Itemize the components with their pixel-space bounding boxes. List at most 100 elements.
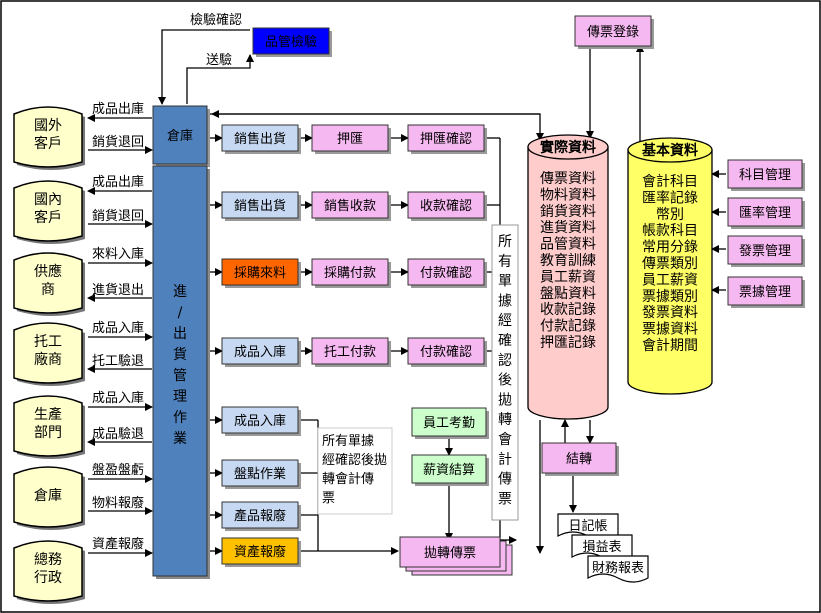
entity-subcontractor: 托工廠商	[13, 322, 85, 386]
staff-attend-box: 員工考勤	[411, 407, 489, 439]
carry-forward-box-label: 結轉	[566, 452, 592, 467]
purchase-pay-box-label: 採購付款	[324, 266, 376, 281]
note-lower: 所有單據經確認後拋轉會計傳票	[317, 427, 393, 515]
purchase-pay-box: 採購付款	[311, 258, 391, 288]
outsource-pay-box-label: 托工付款	[324, 345, 376, 360]
basic-data-cylinder: 基本資料會計科目匯率記錄幣別帳款科目常用分錄傳票類別員工薪資票據類別發票資料票據…	[627, 137, 713, 395]
transfer-voucher-label: 拋轉傳票	[424, 546, 476, 561]
receive-confirm-box-label: 收款確認	[420, 198, 472, 214]
salary-box: 薪資結算	[411, 454, 489, 486]
stocktake-op-box: 盤點作業	[221, 459, 301, 489]
carry-forward-box: 結轉	[541, 442, 619, 476]
entity-warehouse-label: 倉庫	[34, 487, 62, 504]
sales-out-box-label: 銷售出貨	[234, 131, 286, 147]
product-scrap-box: 產品報廢	[221, 501, 301, 531]
sales-out-box: 銷售出貨	[221, 124, 301, 154]
edge-ship-finished-2: 成品出庫	[92, 175, 144, 190]
qc-inspection-box-label: 品管檢驗	[265, 34, 317, 50]
note-lower-text: 所有單據經確認後拋轉會計傳票	[322, 434, 387, 506]
mgmt-box-1-label: 匯率管理	[739, 205, 791, 221]
stocktake-op-box-label: 盤點作業	[234, 466, 286, 482]
edge-send-inspection: 送驗	[206, 53, 232, 68]
report-financial-label: 財務報表	[592, 561, 644, 576]
io-bar-label: 進/出貨管理作業	[173, 284, 187, 447]
edge-asset-scrap: 資產報廢	[92, 536, 144, 552]
edge-material-in: 來料入庫	[92, 247, 144, 262]
edge-scrap: 物料報廢	[92, 496, 144, 511]
bill-confirm-box: 押匯確認	[407, 124, 487, 154]
finished-in-box: 成品入庫	[221, 337, 301, 367]
asset-scrap-op-box-label: 資產報廢	[234, 544, 286, 560]
edge-ship-finished-1: 成品出庫	[92, 102, 144, 117]
note-right: 所有單據經確認後拋轉會計傳票	[491, 224, 519, 521]
actual-data-cylinder-items: 傳票資料物料資料銷貨資料進貨資料品管資料教育訓練員工薪資盤點資料收款記錄付款記錄…	[540, 171, 596, 351]
actual-data-cylinder: 實際資料傳票資料物料資料銷貨資料進貨資料品管資料教育訓練員工薪資盤點資料收款記錄…	[527, 134, 609, 420]
voucher-entry-box: 傳票登錄	[574, 15, 654, 49]
purchase-in-box-label: 採購來料	[234, 266, 286, 281]
pay-confirm-2-box-label: 付款確認	[420, 344, 472, 360]
report-financial: 財務報表	[587, 555, 649, 583]
io-management-bar: 進/出貨管理作業	[152, 165, 210, 579]
pay-confirm-1-box: 付款確認	[407, 258, 487, 288]
outsource-pay-box: 托工付款	[311, 337, 391, 367]
bill-box: 押匯	[311, 124, 391, 154]
edge-sales-return-1: 銷貨退回	[92, 134, 144, 150]
entity-domestic-customer-label: 國內客戶	[34, 192, 62, 226]
edge-outsource-reject: 托工驗退	[92, 354, 144, 369]
report-journal-label: 日記帳	[568, 518, 607, 534]
edge-finished-reject: 成品驗退	[92, 427, 144, 442]
asset-scrap-op-box: 資產報廢	[221, 537, 301, 567]
edge-stocktake: 盤盈盤虧	[92, 462, 144, 478]
entity-supplier: 供應商	[13, 252, 85, 316]
staff-attend-box-label: 員工考勤	[423, 416, 475, 431]
entity-domestic-customer: 國內客戶	[13, 180, 85, 244]
finished-in-lower-box: 成品入庫	[221, 406, 301, 436]
qc-inspection-box: 品管檢驗	[252, 27, 332, 57]
pay-confirm-2-box: 付款確認	[407, 337, 487, 367]
warehouse-header-label: 倉庫	[167, 129, 193, 144]
bill-confirm-box-label: 押匯確認	[420, 131, 472, 147]
edge-finished-in-1: 成品入庫	[92, 321, 144, 336]
finished-in-box-label: 成品入庫	[234, 345, 286, 360]
actual-data-cylinder-title: 實際資料	[540, 139, 596, 156]
entity-production-label: 生產部門	[34, 406, 62, 441]
entity-production: 生產部門	[13, 395, 85, 459]
basic-data-cylinder-items: 會計科目匯率記錄幣別帳款科目常用分錄傳票類別員工薪資票據類別發票資料票據資料會計…	[642, 174, 698, 354]
edge-inspection-confirm: 檢驗確認	[190, 12, 242, 28]
entity-overseas-customer: 國外客戶	[13, 106, 85, 170]
entity-admin: 總務行政	[13, 540, 85, 604]
salary-box-label: 薪資結算	[423, 463, 475, 478]
edge-sales-return-2: 銷貨退回	[92, 208, 144, 224]
transfer-voucher-stack: 拋轉傳票	[399, 536, 513, 576]
mgmt-box-0-label: 科目管理	[739, 168, 791, 183]
sales-receive-box: 銷售收款	[311, 191, 391, 221]
basic-data-cylinder-title: 基本資料	[642, 142, 698, 159]
entity-overseas-customer-label: 國外客戶	[34, 118, 62, 152]
connectors	[87, 29, 726, 557]
sales-out-2-box: 銷售出貨	[221, 191, 301, 221]
report-journal: 日記帳	[557, 513, 619, 541]
bill-box-label: 押匯	[337, 132, 363, 147]
receive-confirm-box: 收款確認	[407, 191, 487, 221]
mgmt-box-0: 科目管理	[727, 159, 805, 191]
sales-out-2-box-label: 銷售出貨	[234, 198, 286, 214]
entity-warehouse: 倉庫	[13, 466, 85, 530]
warehouse-header: 倉庫	[152, 105, 210, 167]
finished-in-lower-box-label: 成品入庫	[234, 414, 286, 429]
purchase-in-box: 採購來料	[221, 258, 301, 288]
mgmt-box-2-label: 發票管理	[739, 244, 791, 259]
entity-supplier-label: 供應商	[34, 263, 62, 298]
product-scrap-box-label: 產品報廢	[234, 508, 286, 524]
report-income-label: 損益表	[582, 540, 621, 555]
edge-finished-in-2: 成品入庫	[92, 391, 144, 406]
mgmt-box-1: 匯率管理	[727, 197, 805, 229]
mgmt-box-3: 票據管理	[727, 276, 805, 308]
entity-subcontractor-label: 托工廠商	[34, 334, 62, 368]
note-right-text: 所有單據經確認後拋轉會計傳票	[498, 234, 512, 507]
voucher-entry-box-label: 傳票登錄	[587, 25, 639, 40]
sales-receive-box-label: 銷售收款	[324, 198, 376, 214]
pay-confirm-1-box-label: 付款確認	[420, 265, 472, 281]
entity-admin-label: 總務行政	[34, 551, 62, 586]
mgmt-box-2: 發票管理	[727, 235, 805, 267]
